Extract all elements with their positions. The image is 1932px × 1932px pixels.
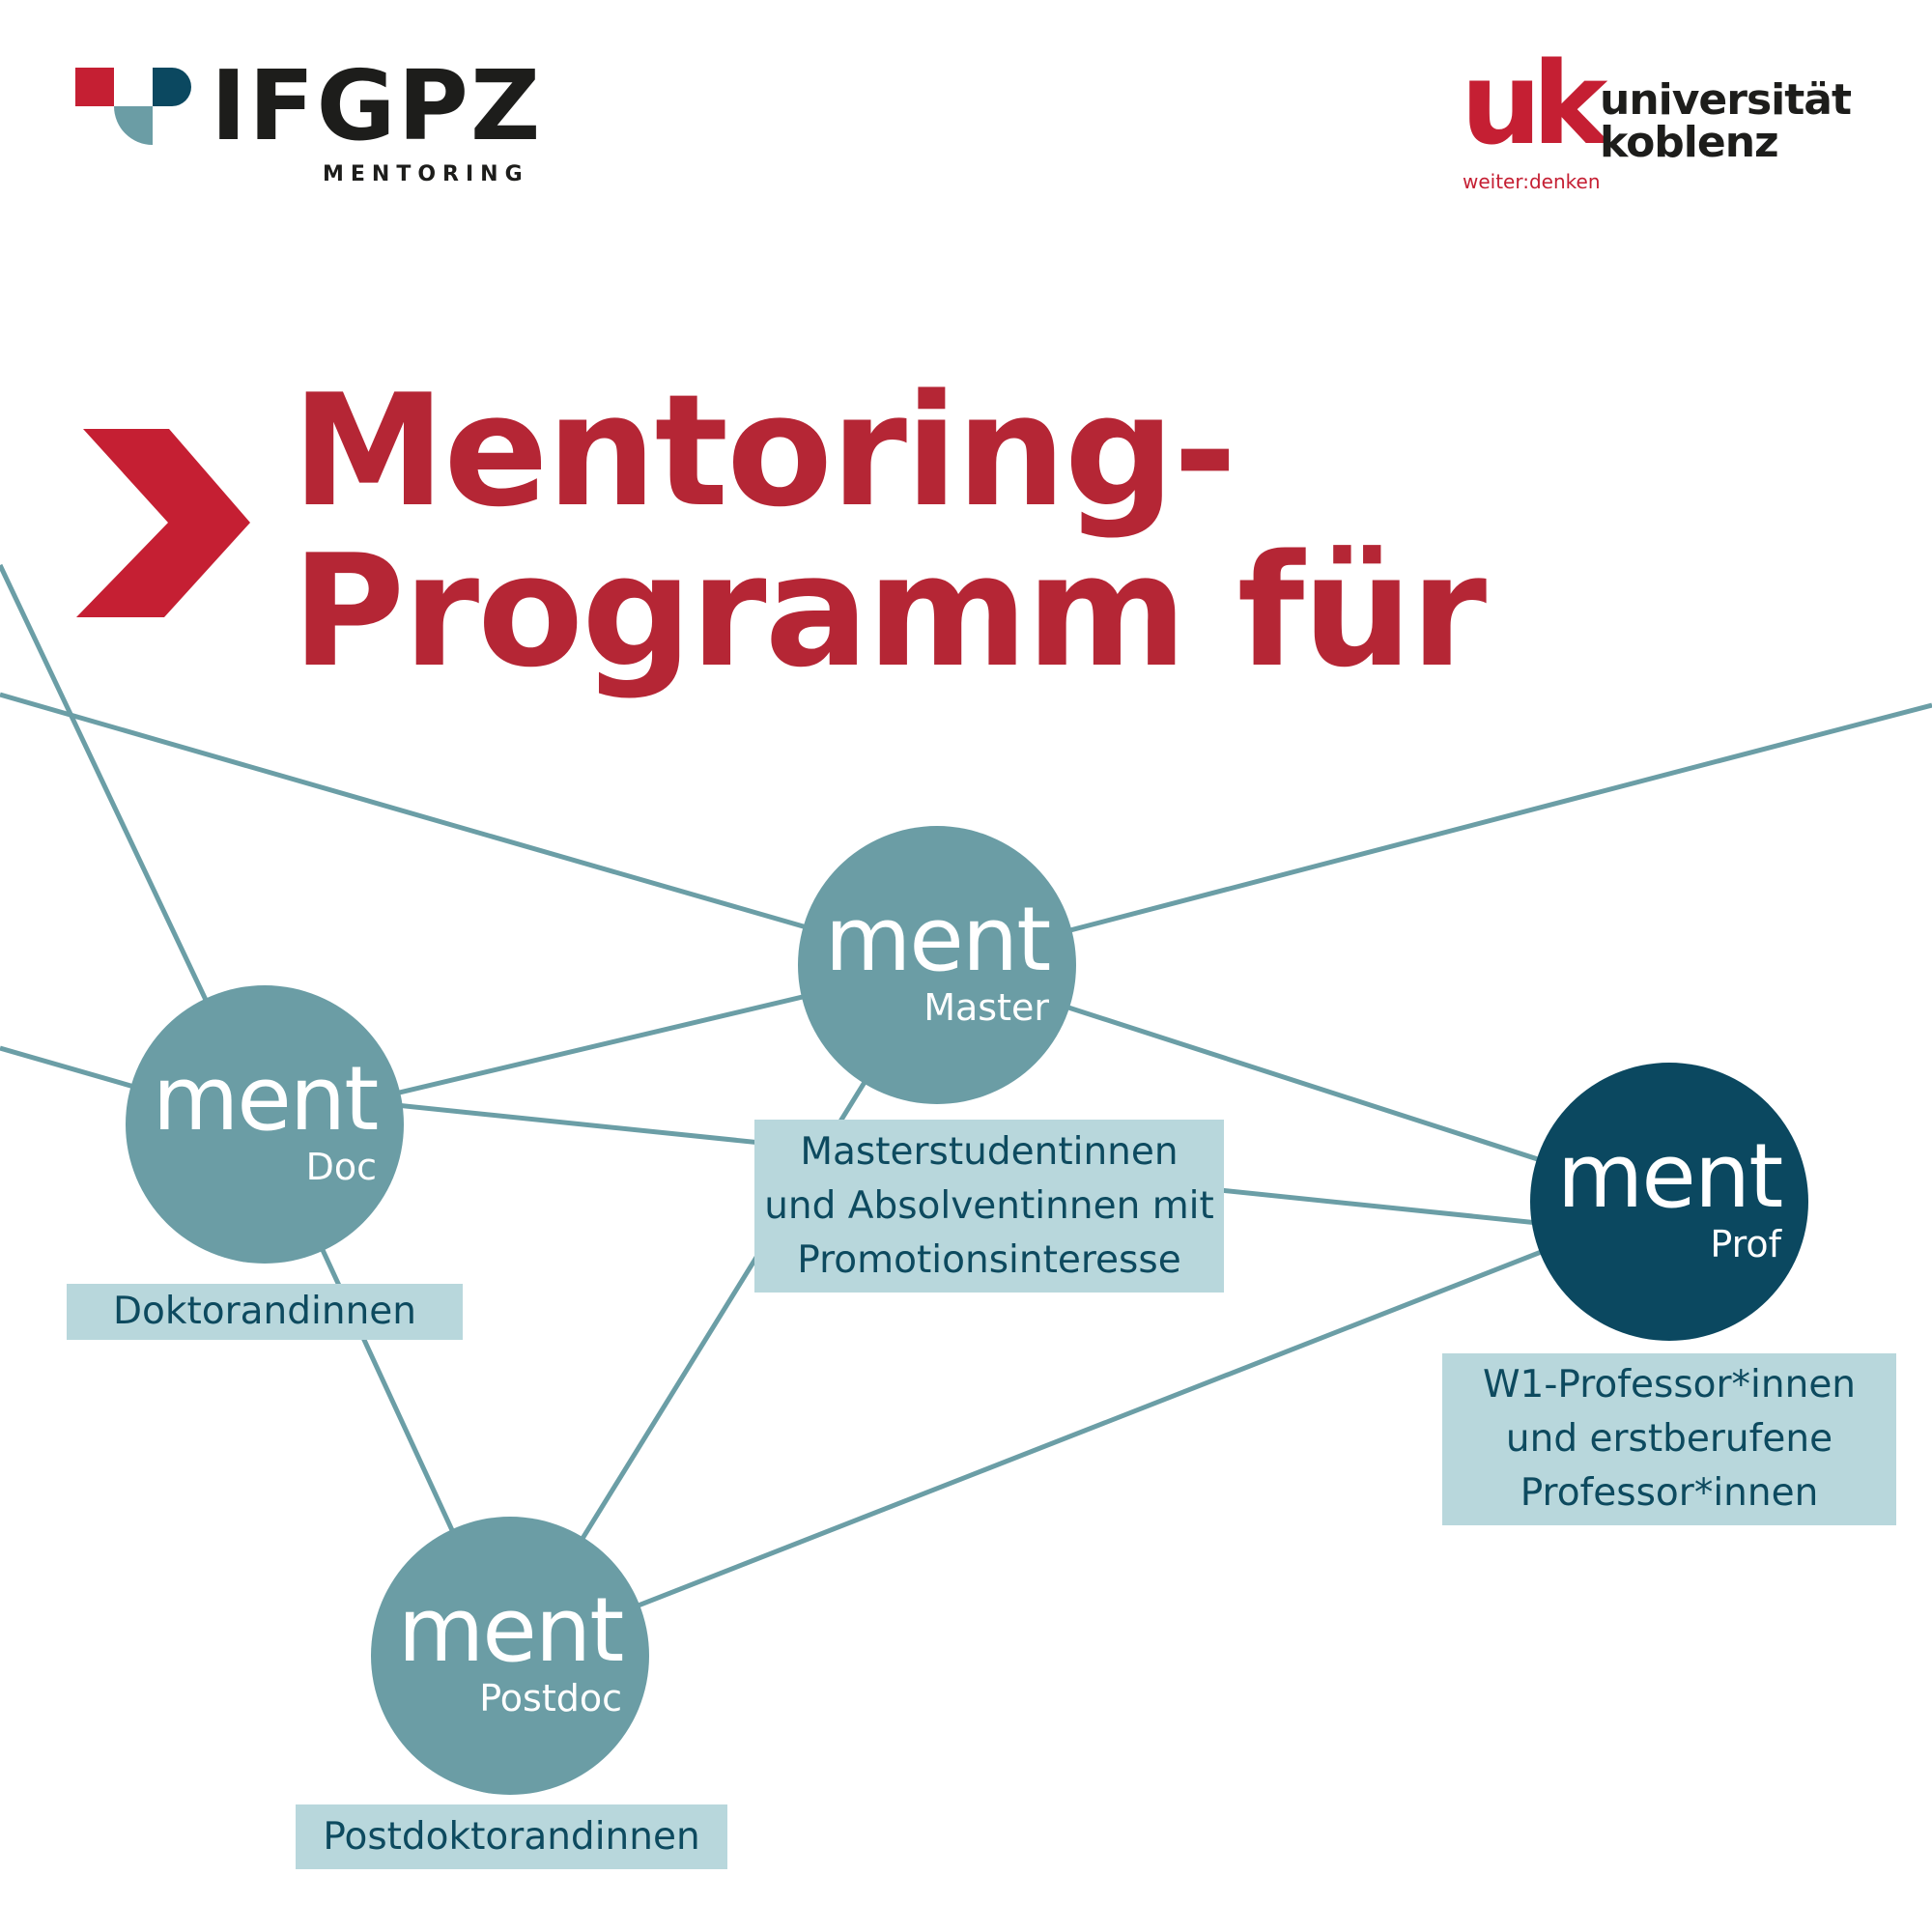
title-line-2: Programm für bbox=[292, 521, 1487, 701]
label-line: Masterstudentinnen bbox=[800, 1129, 1179, 1174]
chevron-arrow-icon bbox=[76, 429, 250, 617]
label-line: Professor*innen bbox=[1520, 1471, 1819, 1515]
node-ment-postdoc: ment Postdoc bbox=[371, 1517, 649, 1795]
uk-logo-name-line1: universität bbox=[1600, 75, 1852, 125]
node-sub-label: Master bbox=[923, 986, 1049, 1029]
uni-koblenz-logo: uk universität koblenz weiter:denken bbox=[1461, 41, 1866, 199]
label-text: Postdoktorandinnen bbox=[323, 1814, 700, 1859]
label-line: und Absolventinnen mit bbox=[764, 1183, 1214, 1228]
node-word: ment bbox=[824, 888, 1052, 991]
label-prof: W1-Professor*innen und erstberufene Prof… bbox=[1442, 1353, 1896, 1525]
ifgpz-logo: IFGPZ MENTORING bbox=[75, 56, 540, 188]
label-text: Doktorandinnen bbox=[112, 1290, 417, 1333]
node-word: ment bbox=[152, 1047, 380, 1151]
ifgpz-logo-text: IFGPZ bbox=[211, 49, 543, 162]
label-line: Promotionsinteresse bbox=[797, 1237, 1181, 1282]
node-word: ment bbox=[397, 1578, 625, 1682]
node-sub-label: Prof bbox=[1710, 1223, 1781, 1265]
label-line: und erstberufene bbox=[1505, 1417, 1833, 1461]
uk-logo-name-line2: koblenz bbox=[1600, 118, 1779, 167]
label-postdoc: Postdoktorandinnen bbox=[296, 1804, 727, 1869]
uk-logo-mark: uk bbox=[1461, 37, 1608, 170]
label-line: W1-Professor*innen bbox=[1482, 1363, 1857, 1406]
ifgpz-logo-mark-icon bbox=[75, 68, 191, 145]
ifgpz-logo-subtitle: MENTORING bbox=[323, 162, 529, 186]
uk-logo-tagline: weiter:denken bbox=[1463, 170, 1601, 193]
network-line bbox=[0, 692, 938, 968]
node-ment-master: ment Master bbox=[798, 826, 1076, 1104]
title-line-1: Mentoring- bbox=[292, 360, 1237, 541]
network-line bbox=[936, 702, 1932, 968]
node-ment-doc: ment Doc bbox=[126, 985, 404, 1264]
node-sub-label: Postdoc bbox=[479, 1677, 622, 1719]
node-sub-label: Doc bbox=[305, 1146, 377, 1188]
label-master: Masterstudentinnen und Absolventinnen mi… bbox=[754, 1120, 1224, 1293]
node-ment-prof: ment Prof bbox=[1530, 1063, 1808, 1341]
network-line bbox=[509, 1199, 1670, 1659]
node-word: ment bbox=[1556, 1124, 1784, 1228]
label-doc: Doktorandinnen bbox=[67, 1284, 463, 1340]
